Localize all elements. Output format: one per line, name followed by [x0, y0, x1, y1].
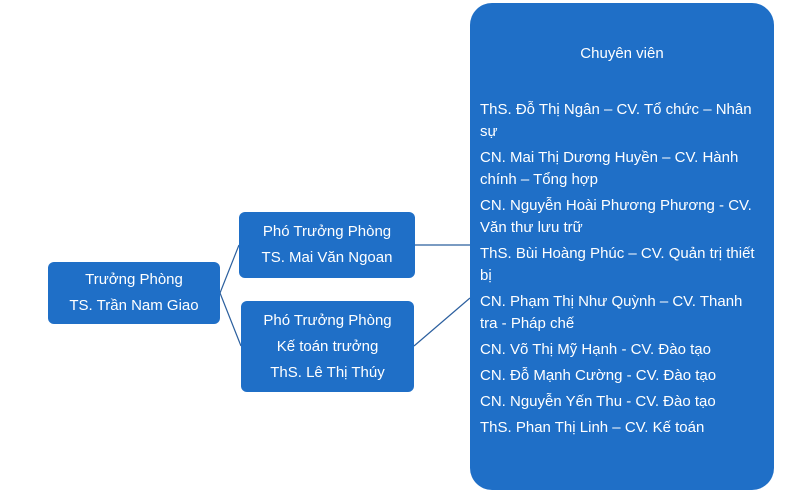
specialist-item: ThS. Bùi Hoàng Phúc – CV. Quản trị thiết… — [480, 245, 755, 284]
specialists-list: ThS. Đỗ Thị Ngân – CV. Tổ chức – Nhân sự… — [480, 99, 764, 443]
deputy-node-1: Phó Trưởng Phòng TS. Mai Văn Ngoan — [239, 212, 415, 278]
head-title: Trưởng Phòng — [85, 271, 183, 288]
connector-head-deputy1 — [219, 244, 240, 294]
specialist-item: ThS. Đỗ Thị Ngân – CV. Tổ chức – Nhân sự — [480, 101, 752, 140]
deputy-2-name: ThS. Lê Thị Thúy — [270, 363, 385, 381]
specialist-item: CN. Đỗ Mạnh Cường - CV. Đào tạo — [480, 367, 717, 384]
head-node: Trưởng Phòng TS. Trần Nam Giao — [48, 262, 220, 324]
deputy-node-2: Phó Trưởng Phòng Kế toán trưởng ThS. Lê … — [241, 301, 414, 392]
specialist-item: CN. Võ Thị Mỹ Hạnh - CV. Đào tạo — [480, 341, 711, 358]
specialist-item: ThS. Phan Thị Linh – CV. Kế toán — [480, 419, 705, 436]
connector-head-deputy2 — [219, 292, 242, 347]
deputy-2-role: Kế toán trưởng — [276, 337, 379, 355]
specialist-item: CN. Phạm Thị Như Quỳnh – CV. Thanh tra -… — [480, 293, 743, 332]
deputy-1-title: Phó Trưởng Phòng — [262, 223, 392, 240]
connector-deputy2-specialists — [413, 297, 471, 347]
specialist-item: CN. Nguyễn Hoài Phương Phương - CV. Văn … — [480, 197, 752, 236]
specialist-item: CN. Mai Thị Dương Huyền – CV. Hành chính… — [480, 149, 739, 188]
deputy-1-name: TS. Mai Văn Ngoan — [261, 249, 393, 266]
deputy-2-title: Phó Trưởng Phòng — [263, 311, 392, 329]
specialists-title: Chuyên viên — [580, 45, 664, 62]
head-name: TS. Trần Nam Giao — [69, 297, 199, 314]
specialist-item: CN. Nguyễn Yến Thu - CV. Đào tạo — [480, 393, 716, 410]
specialists-node: Chuyên viên ThS. Đỗ Thị Ngân – CV. Tổ ch… — [470, 3, 774, 490]
